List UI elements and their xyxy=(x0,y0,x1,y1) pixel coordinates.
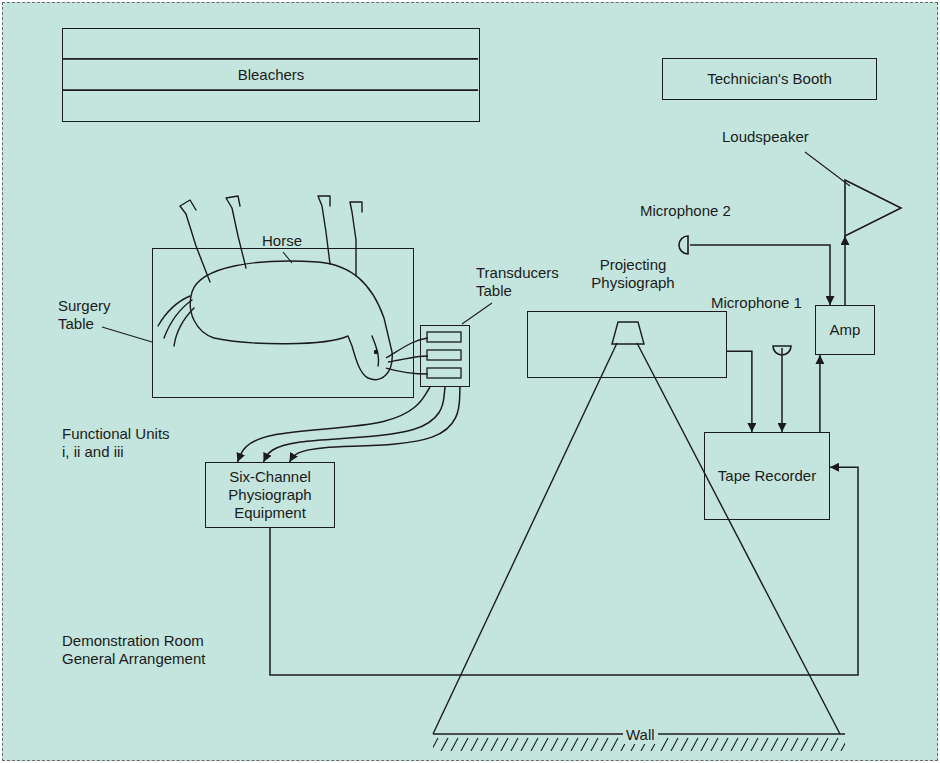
signal-wire xyxy=(727,351,752,432)
device-label: Tape Recorder xyxy=(718,467,816,485)
microphone-symbol: Microphone 1 xyxy=(771,326,793,348)
bleachers-box: Bleachers xyxy=(62,28,480,122)
leader-lines xyxy=(102,152,850,342)
signal-wire xyxy=(270,467,858,675)
signal-cable xyxy=(264,387,446,462)
figure-caption-note: Demonstration Room General Arrangement xyxy=(62,632,252,668)
signal-wire xyxy=(819,355,821,432)
tape-recorder-box: Tape Recorder xyxy=(704,432,830,520)
signal-wire xyxy=(844,236,846,305)
signal-cable xyxy=(290,387,461,462)
surgery-table: Surgery Table xyxy=(152,248,414,398)
transducer-units xyxy=(421,326,469,386)
loudspeaker-symbol: Loudspeaker xyxy=(845,180,901,236)
microphone-outline xyxy=(771,326,793,348)
projection-beam xyxy=(433,343,840,734)
device-label: Projecting Physiograph xyxy=(568,256,698,292)
device-label: Loudspeaker xyxy=(722,128,832,146)
amp-box: Amp xyxy=(815,305,875,355)
table-label: Transducers Table xyxy=(476,264,586,300)
projector-box: Projecting Physiograph xyxy=(527,311,727,378)
signal-wire xyxy=(781,348,783,432)
microphone-symbol: Microphone 2 xyxy=(668,234,690,256)
device-label: Amp xyxy=(830,321,861,339)
microphone-outline xyxy=(668,234,690,256)
device-label: Six-Channel Physiograph Equipment xyxy=(212,468,328,522)
wall-label: Wall xyxy=(623,726,658,744)
transducer-leads xyxy=(386,338,428,374)
loudspeaker-outline xyxy=(845,180,901,236)
area-label: Bleachers xyxy=(238,66,305,84)
transducers-table: Transducers Table xyxy=(420,325,470,387)
projector-lens xyxy=(528,312,726,377)
horse-illustration xyxy=(158,196,392,380)
booth-box: Technician's Booth xyxy=(662,58,877,100)
area-label: Technician's Booth xyxy=(707,70,832,88)
physiograph-box: Six-Channel Physiograph Equipment xyxy=(205,462,335,528)
group-note: Functional Units i, ii and iii xyxy=(62,425,180,461)
device-label: Microphone 1 xyxy=(711,294,821,312)
part-label: Horse xyxy=(262,232,322,250)
signal-cable xyxy=(238,387,431,462)
device-label: Microphone 2 xyxy=(640,202,750,220)
table-label: Surgery Table xyxy=(58,297,138,333)
